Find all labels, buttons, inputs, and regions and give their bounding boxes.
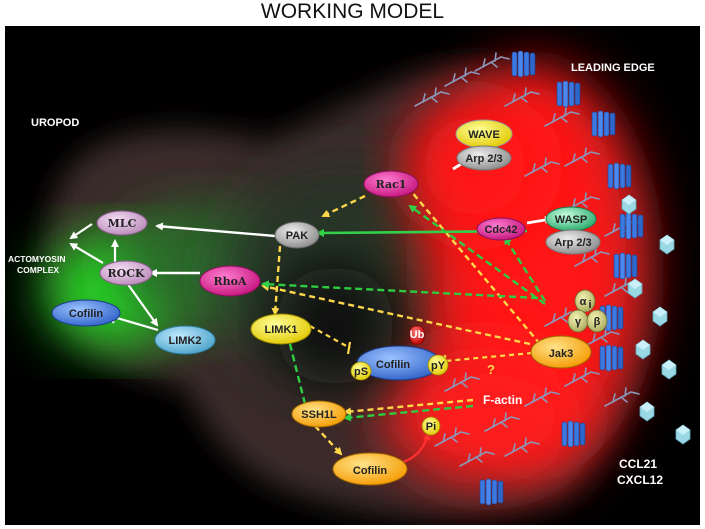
pathway-diagram: UROPOD LEADING EDGE ACTOMYOSIN COMPLEX C… — [8, 50, 691, 517]
edge-rac1-pak — [321, 194, 366, 218]
rac1-label: Rac1 — [376, 178, 407, 191]
py-label: pY — [431, 360, 446, 372]
node-limk2: LIMK2 — [154, 325, 216, 355]
limk1-label: LIMK1 — [265, 324, 298, 336]
node-arp23-top: Arp 2/3 — [456, 145, 512, 171]
pi-label: Pi — [426, 421, 436, 433]
node-cofilin-left: Cofilin — [51, 299, 121, 327]
cdc42-label: Cdc42 — [484, 224, 517, 236]
edge-rock-actomyosin — [69, 242, 104, 264]
leading-edge-label: LEADING EDGE — [571, 62, 655, 74]
cofilin-center-label: Cofilin — [376, 359, 410, 371]
chemokine-icon — [659, 234, 675, 255]
pak-label: PAK — [286, 230, 308, 242]
edge-pak-mlc — [155, 222, 276, 238]
ssh1l-label: SSH1L — [301, 409, 337, 421]
uropod-label: UROPOD — [31, 117, 79, 129]
edge-mlc-actomyosin — [69, 223, 93, 240]
node-mlc: MLC — [96, 210, 148, 236]
edge-ssh1l-cofilin — [314, 425, 343, 456]
cell-body-glow — [45, 66, 647, 517]
wave-label: WAVE — [468, 129, 500, 141]
ub-label: Ub — [410, 329, 425, 341]
edge-jak3-rac1 — [403, 182, 541, 345]
ccl21-label: CCL21 — [619, 457, 657, 471]
cofilin-bottom-label: Cofilin — [353, 465, 387, 477]
limk2-label: LIMK2 — [169, 335, 202, 347]
alpha-label: α — [580, 296, 587, 308]
node-pak: PAK — [274, 221, 320, 249]
node-g-protein: α i γ β — [567, 289, 608, 333]
actomyosin-label: ACTOMYOSIN — [8, 254, 65, 264]
edge-gprotein-cdc42 — [503, 236, 547, 302]
rock-label: ROCK — [107, 267, 144, 280]
gamma-label: γ — [575, 316, 582, 328]
edge-jak3-rhoa — [261, 283, 531, 346]
jak3-label: Jak3 — [549, 348, 573, 360]
chemokine-icon — [639, 401, 655, 422]
chemokine-icon — [675, 424, 691, 445]
node-limk1: LIMK1 — [250, 313, 312, 345]
edge-rock-limk2 — [126, 282, 159, 327]
arp23-top-label: Arp 2/3 — [465, 153, 502, 165]
rhoa-label: RhoA — [213, 275, 246, 288]
cofilin-left-label: Cofilin — [69, 308, 103, 320]
edge-ssh1l-limk1 — [285, 331, 307, 405]
node-rac1: Rac1 — [363, 170, 419, 198]
node-wave: WAVE — [455, 119, 513, 149]
arp23-bottom-label: Arp 2/3 — [554, 237, 591, 249]
figure-title: WORKING MODEL — [260, 0, 445, 23]
cxcl12-label: CXCL12 — [617, 473, 663, 487]
actomyosin-label-2: COMPLEX — [17, 265, 59, 275]
question-mark: ? — [487, 362, 495, 377]
node-jak3: Jak3 — [530, 335, 592, 369]
mlc-label: MLC — [108, 217, 137, 230]
alpha-sub-label: i — [588, 299, 591, 311]
ps-tag — [350, 361, 372, 381]
node-arp23-bottom: Arp 2/3 — [545, 229, 601, 255]
diagram-canvas: UROPOD LEADING EDGE ACTOMYOSIN COMPLEX C… — [5, 26, 700, 525]
node-pi: Pi — [421, 416, 441, 436]
ps-label: pS — [354, 366, 368, 378]
node-cdc42: Cdc42 — [476, 217, 526, 241]
beta-label: β — [594, 316, 601, 328]
node-cofilin-center: Ub Cofilin pS pY — [350, 325, 449, 381]
edge-gprotein-rhoa — [261, 280, 539, 300]
node-wasp: WASP — [545, 206, 597, 232]
node-cofilin-bottom: Cofilin — [332, 452, 408, 486]
edge-jak3-cofilin — [444, 351, 533, 363]
chemokine-icon — [661, 359, 677, 380]
factin-label: F-actin — [483, 393, 522, 407]
edge-factin-ssh1l — [343, 398, 474, 416]
py-tag — [427, 354, 449, 376]
edge-pak-limk1 — [271, 245, 282, 316]
edge-gprotein-rac1 — [408, 204, 546, 305]
chemokine-icon — [652, 306, 668, 327]
node-rock: ROCK — [99, 260, 153, 286]
ub-tag — [409, 325, 425, 345]
edge-limk1-cofilin — [309, 325, 351, 349]
wasp-label: WASP — [555, 214, 587, 226]
node-rhoa: RhoA — [199, 265, 261, 297]
node-ssh1l: SSH1L — [291, 400, 347, 428]
edge-limk2-cofilin — [116, 316, 159, 332]
